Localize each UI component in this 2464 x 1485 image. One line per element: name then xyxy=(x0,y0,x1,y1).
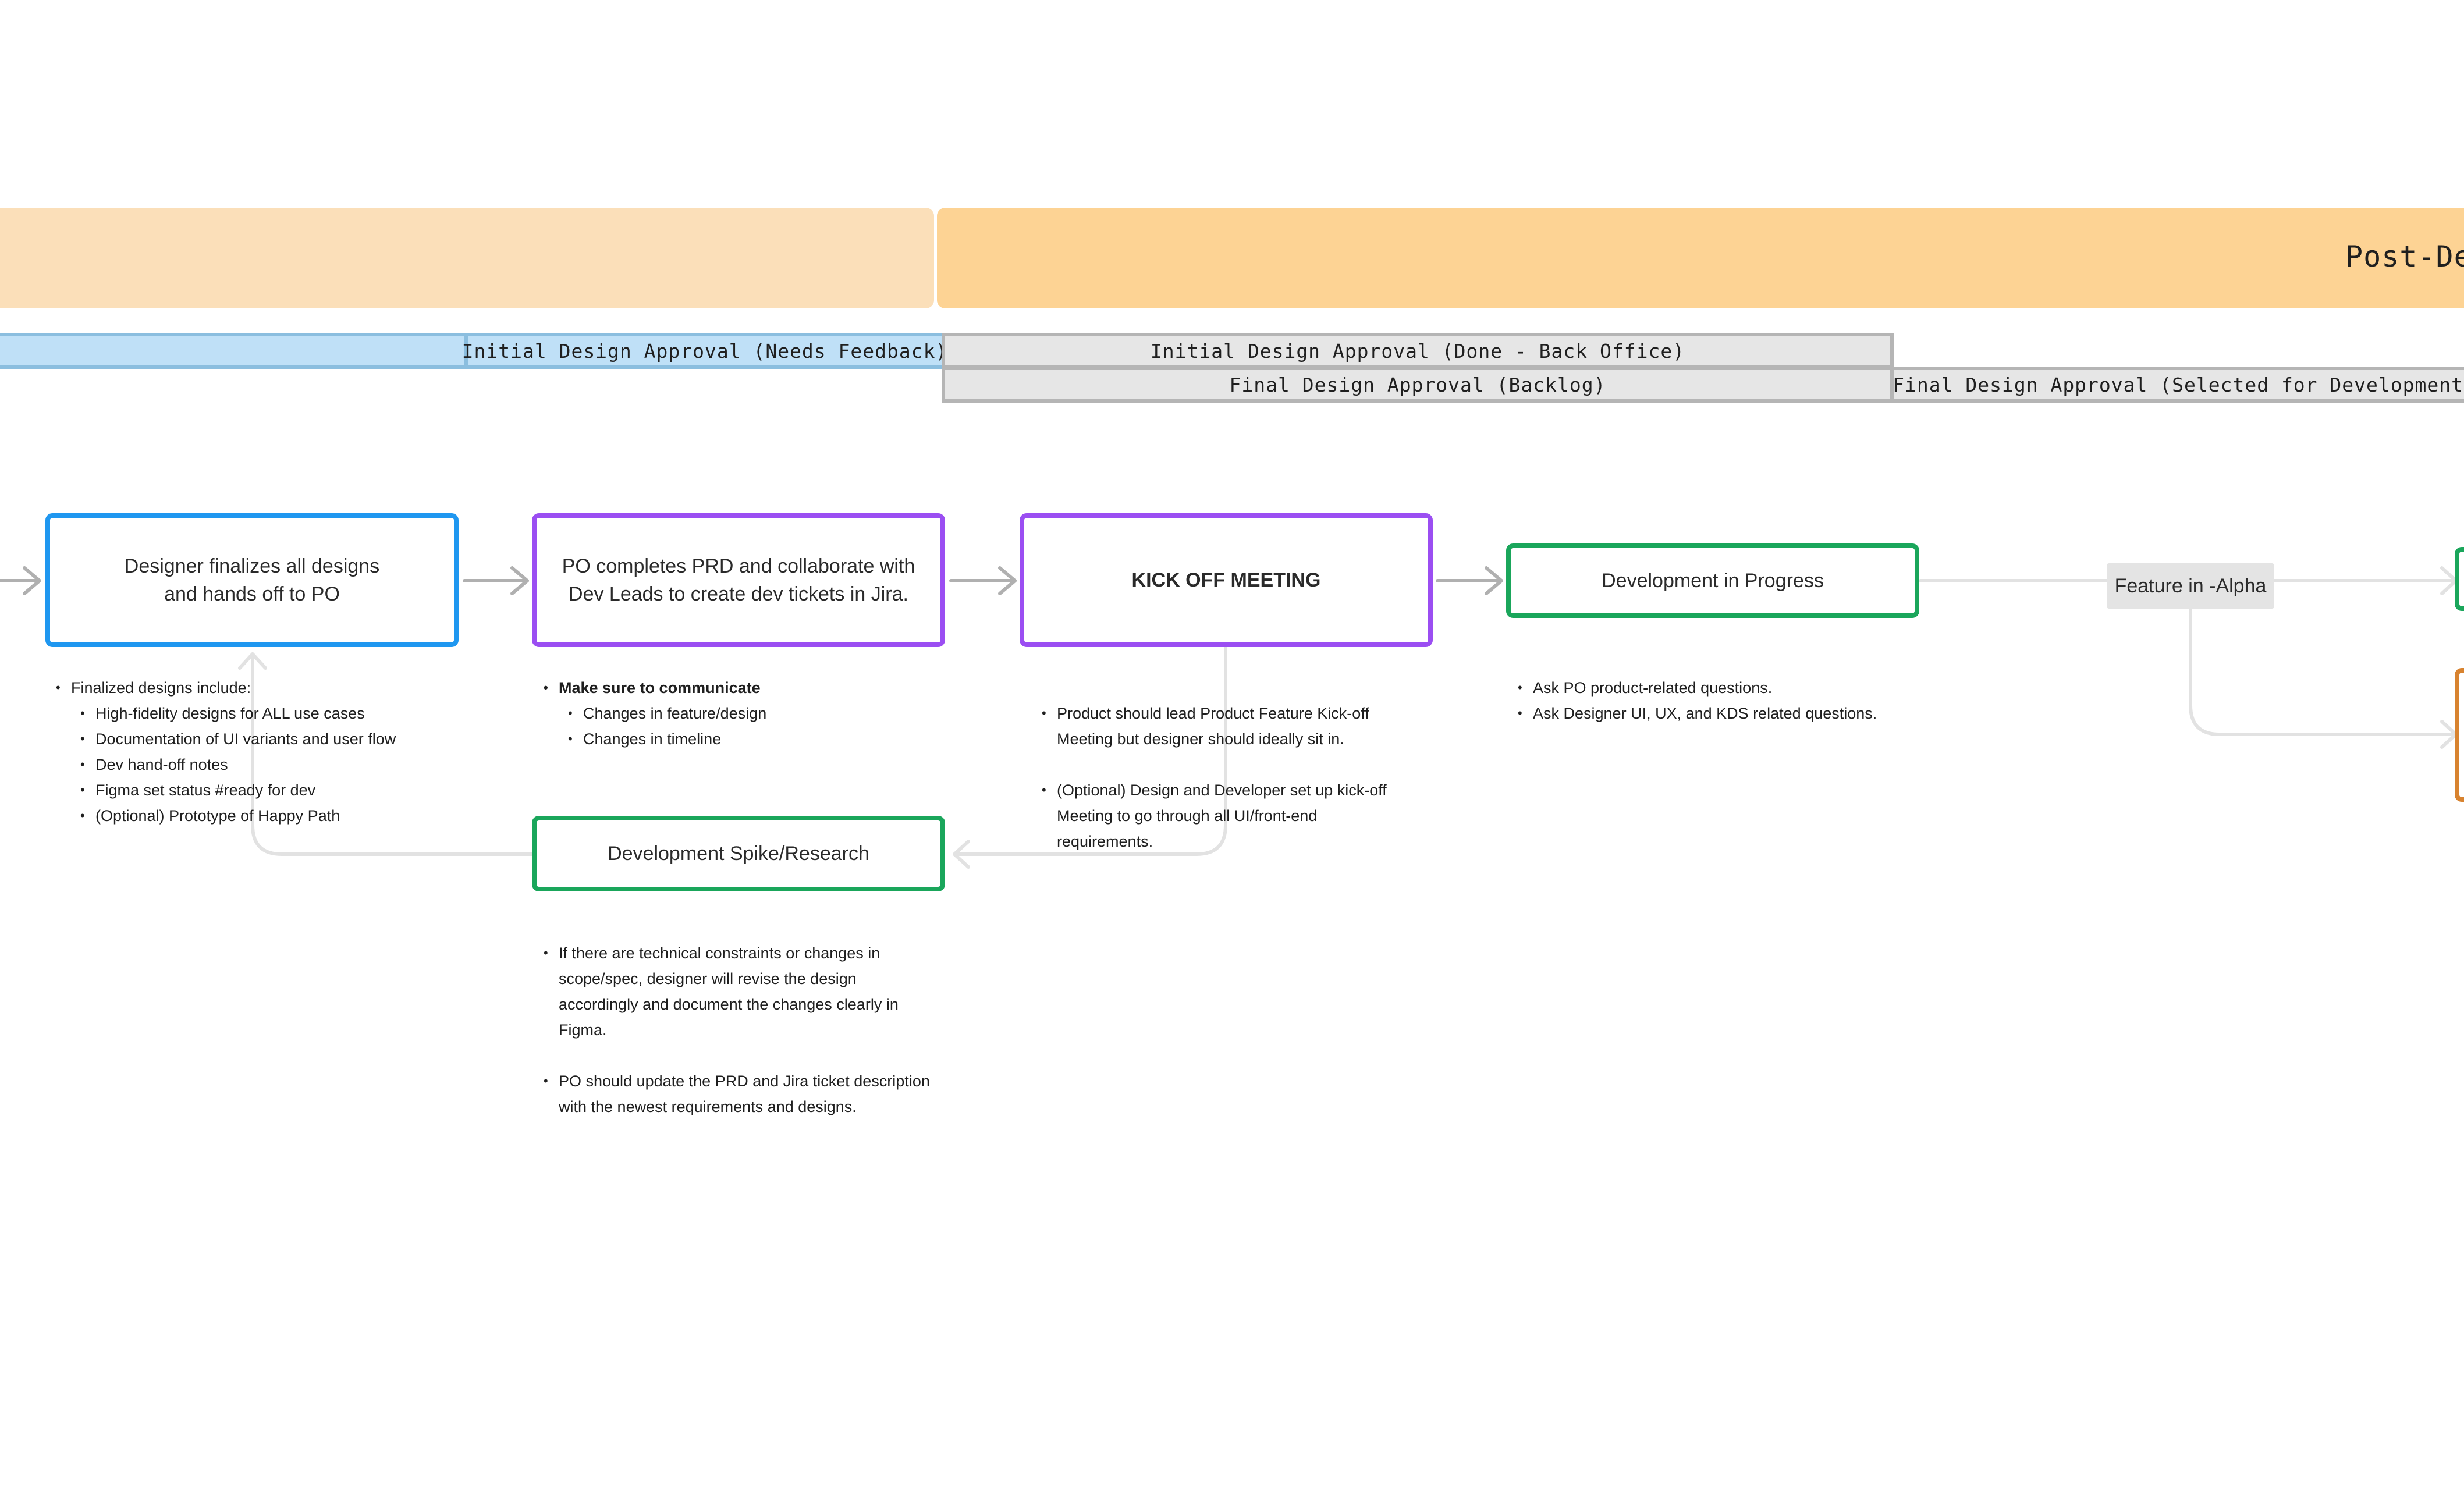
branch-step-box-clipped[interactable] xyxy=(2455,668,2464,802)
dev-notes: Ask PO product-related questions. Ask De… xyxy=(1518,675,1925,726)
step-development-spike-label: Development Spike/Research xyxy=(608,843,869,865)
step-development-spike[interactable]: Development Spike/Research xyxy=(532,816,945,891)
designer-notes: Finalized designs include: High-fidelity… xyxy=(56,675,463,829)
spike-note-item: PO should update the PRD and Jira ticket… xyxy=(544,1068,951,1120)
designer-notes-intro: Finalized designs include: xyxy=(56,675,463,701)
dev-note-item: Ask PO product-related questions. xyxy=(1518,675,1925,701)
po-note-item: Changes in timeline xyxy=(568,726,939,752)
spike-note-item: If there are technical constraints or ch… xyxy=(544,940,951,1043)
step-kickoff-meeting[interactable]: KICK OFF MEETING xyxy=(1020,513,1433,647)
phase-title-post-design: Post-Des xyxy=(2345,240,2464,273)
step-po-completes-prd[interactable]: PO completes PRD and collaborate with De… xyxy=(532,513,945,647)
po-note-item: Changes in feature/design xyxy=(568,701,939,726)
phase-band-design xyxy=(0,208,934,308)
kickoff-note-item: Product should lead Product Feature Kick… xyxy=(1042,701,1426,752)
dev-note-item: Ask Designer UI, UX, and KDS related que… xyxy=(1518,701,1925,726)
po-notes-intro: Make sure to communicate xyxy=(544,675,939,701)
next-step-box-clipped[interactable] xyxy=(2455,547,2464,611)
status-final-selected-for-development: Final Design Approval (Selected for Deve… xyxy=(1890,367,2464,403)
step-kickoff-meeting-label: KICK OFF MEETING xyxy=(1131,569,1321,591)
phase-band-post-design xyxy=(937,208,2464,308)
designer-note-item: Dev hand-off notes xyxy=(80,752,463,777)
step-development-in-progress[interactable]: Development in Progress xyxy=(1506,543,1919,618)
status-final-backlog: Final Design Approval (Backlog) xyxy=(942,367,1894,403)
arrow-alpha-branch xyxy=(2189,607,2458,736)
step-designer-finalizes[interactable]: Designer finalizes all designs and hands… xyxy=(45,513,459,647)
kickoff-notes: Product should lead Product Feature Kick… xyxy=(1042,675,1426,880)
feature-alpha-tag[interactable]: Feature in -Alpha xyxy=(2107,563,2274,609)
kickoff-note-item: (Optional) Design and Developer set up k… xyxy=(1042,777,1426,854)
step-po-completes-prd-label: PO completes PRD and collaborate with De… xyxy=(562,555,915,605)
step-designer-finalizes-label: Designer finalizes all designs and hands… xyxy=(124,555,380,605)
designer-note-item: Figma set status #ready for dev xyxy=(80,777,463,803)
step-development-in-progress-label: Development in Progress xyxy=(1602,570,1824,592)
po-notes: Make sure to communicate Changes in feat… xyxy=(544,675,939,752)
spike-notes: If there are technical constraints or ch… xyxy=(544,915,951,1145)
designer-note-item: Documentation of UI variants and user fl… xyxy=(80,726,463,752)
designer-note-item: High-fidelity designs for ALL use cases xyxy=(80,701,463,726)
designer-note-item: (Optional) Prototype of Happy Path xyxy=(80,803,463,829)
status-initial-needs-feedback: Initial Design Approval (Needs Feedback) xyxy=(462,333,947,369)
